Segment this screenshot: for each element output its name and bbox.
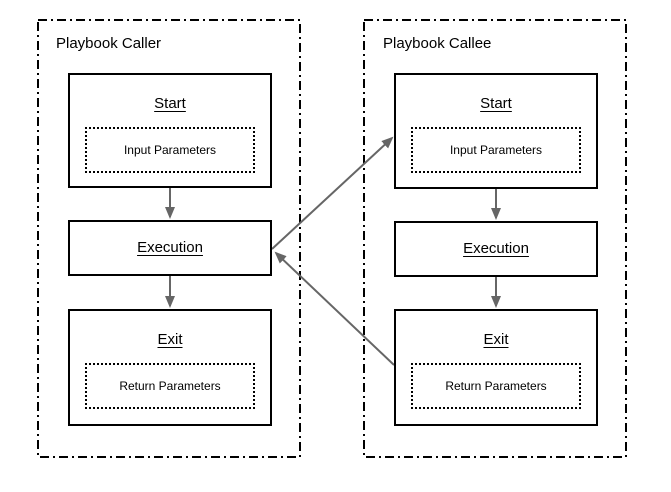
callee-start-node: Start Input Parameters [394,73,598,189]
caller-execution-node: Execution [68,220,272,276]
callee-container-title: Playbook Callee [383,35,492,52]
callee-exit-node: Exit Return Parameters [394,309,598,426]
caller-start-label: Start [154,95,186,112]
caller-exit-label: Exit [157,331,183,348]
callee-execution-node: Execution [394,221,598,277]
caller-container-border [37,19,301,458]
callee-container-border [363,19,627,458]
caller-exit-node: Exit Return Parameters [68,309,272,426]
caller-input-parameters-box: Input Parameters [85,127,255,173]
caller-return-parameters-box: Return Parameters [85,363,255,409]
caller-execution-label: Execution [137,239,203,256]
caller-start-node: Start Input Parameters [68,73,272,188]
callee-exit-label: Exit [483,331,509,348]
callee-start-label: Start [480,95,512,112]
callee-return-parameters-box: Return Parameters [411,363,581,409]
arrow-return-callee-exit-to-caller-execution [274,251,395,366]
arrow-call-caller-execution-to-callee-start [271,136,394,250]
callee-input-parameters-box: Input Parameters [411,127,581,173]
callee-execution-label: Execution [463,240,529,257]
caller-container-title: Playbook Caller [56,35,162,52]
